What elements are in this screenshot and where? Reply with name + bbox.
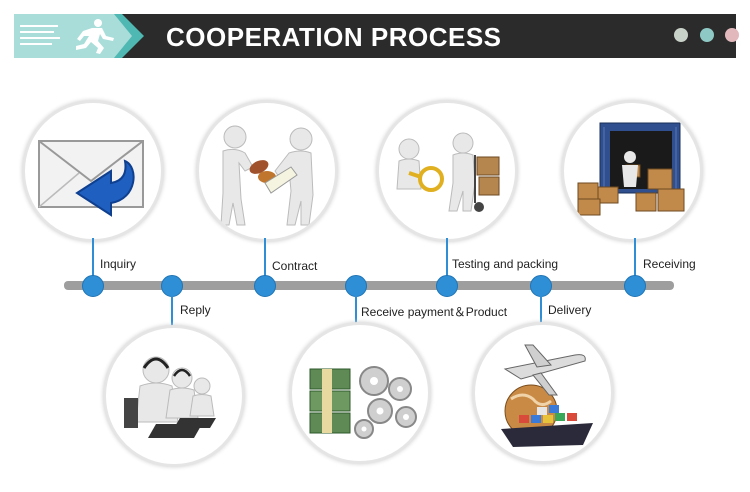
step-label-delivery: Delivery: [548, 303, 592, 317]
call-center-icon: [124, 356, 216, 438]
decor-dot: [700, 28, 714, 42]
page-title: COOPERATION PROCESS: [166, 22, 502, 52]
timeline-stem: [634, 238, 636, 284]
timeline-bar: [64, 281, 674, 290]
envelope-arrow-icon: [38, 140, 144, 217]
step-image-inquiry: [22, 100, 164, 242]
step-image-testing: [376, 100, 518, 242]
timeline-stem: [446, 238, 448, 284]
step-image-delivery: [472, 322, 614, 464]
timeline-stem: [92, 238, 94, 284]
runner-logo-icon: [14, 14, 144, 58]
container-boxes-icon: [577, 122, 685, 216]
step-image-contract: [196, 100, 338, 242]
decor-dot: [674, 28, 688, 42]
step-image-payment: [289, 322, 431, 464]
step-label-reply: Reply: [180, 303, 211, 317]
step-label-inquiry: Inquiry: [100, 257, 137, 271]
step-label-testing: Testing and packing: [452, 257, 559, 271]
timeline-node-testing: [436, 275, 458, 297]
step-label-contract: Contract: [272, 259, 318, 273]
timeline-stem: [171, 294, 173, 328]
timeline-node-receiving: [624, 275, 646, 297]
timeline-node-contract: [254, 275, 276, 297]
testing-packing-icon: [396, 132, 500, 212]
money-gears-icon: [309, 366, 417, 439]
step-image-receiving: [561, 100, 703, 242]
handshake-contract-icon: [220, 125, 314, 226]
timeline-stem: [355, 294, 357, 324]
decor-dot: [725, 28, 739, 42]
step-label-payment: Receive payment＆Product: [361, 305, 508, 319]
timeline-stem: [264, 238, 266, 284]
timeline-stem: [540, 294, 542, 324]
timeline-node-inquiry: [82, 275, 104, 297]
step-label-receiving: Receiving: [643, 257, 696, 271]
header-banner: COOPERATION PROCESS: [14, 14, 739, 58]
plane-ship-globe-icon: [501, 344, 593, 447]
step-image-reply: [103, 325, 245, 467]
